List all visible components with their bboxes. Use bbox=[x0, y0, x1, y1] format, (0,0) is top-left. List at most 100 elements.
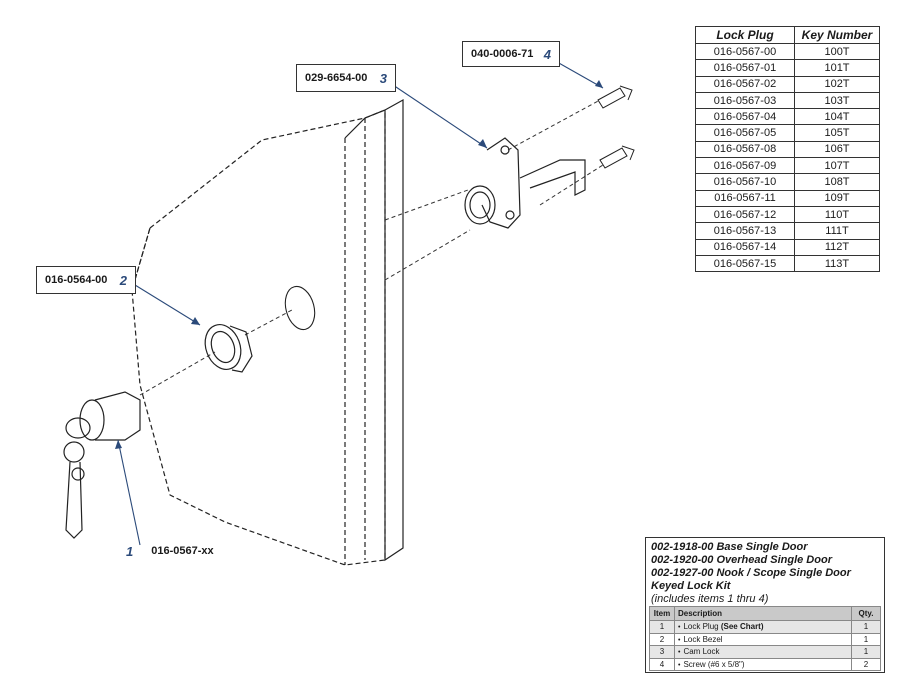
lock-plug-cell: 016-0567-00 bbox=[695, 42, 795, 61]
key-number-cell: 104T bbox=[794, 108, 880, 126]
column-header-description: Description bbox=[674, 606, 852, 621]
lock-plug-cell: 016-0567-14 bbox=[695, 238, 795, 256]
lock-plug-cell: 016-0567-12 bbox=[695, 205, 795, 224]
kit-line: 002-1927-00 Nook / Scope Single Door bbox=[651, 567, 851, 579]
key-number-cell: 106T bbox=[794, 140, 880, 159]
qty-cell: 1 bbox=[851, 645, 881, 659]
callout-item-number: 2 bbox=[119, 272, 127, 288]
screw-part bbox=[597, 85, 635, 169]
description-text: Lock Plug bbox=[683, 622, 719, 632]
lock-plug-cell: 016-0567-08 bbox=[695, 140, 795, 159]
callout-part-number: 016-0567-xx bbox=[151, 545, 214, 557]
lock-plug-cell: 016-0567-01 bbox=[695, 59, 795, 77]
callout-item-number: 4 bbox=[543, 46, 551, 62]
table-header-row: Item Description Qty. bbox=[649, 606, 881, 621]
column-header-item: Item bbox=[649, 606, 675, 621]
column-header-key-number: Key Number bbox=[794, 26, 880, 44]
leader-arrowheads bbox=[115, 80, 603, 449]
table-row: 4•Screw (#6 x 5/8")2 bbox=[649, 657, 881, 671]
lock-plug-cell: 016-0567-05 bbox=[695, 124, 795, 142]
kit-line: 002-1918-00 Base Single Door bbox=[651, 541, 808, 553]
key-number-cell: 110T bbox=[794, 205, 880, 224]
callout-part-number: 029-6654-00 bbox=[305, 72, 368, 84]
description-cell: •Lock Bezel bbox=[674, 632, 852, 646]
kit-note: (includes items 1 thru 4) bbox=[651, 593, 769, 605]
cam-lock-part bbox=[464, 137, 586, 229]
key-number-cell: 108T bbox=[794, 173, 880, 191]
description-text: Cam Lock bbox=[683, 647, 720, 657]
assembly-axis-lines bbox=[139, 99, 604, 396]
item-cell: 2 bbox=[649, 632, 675, 646]
table-header-row: Lock Plug Key Number bbox=[695, 26, 880, 44]
callout-part-number: 016-0564-00 bbox=[45, 274, 108, 286]
callout-item-2: 016-0564-00 2 bbox=[36, 266, 136, 294]
key-number-cell: 112T bbox=[794, 238, 880, 256]
key-number-cell: 113T bbox=[794, 254, 880, 273]
qty-cell: 1 bbox=[851, 632, 881, 646]
lock-plug-cell: 016-0567-02 bbox=[695, 75, 795, 93]
qty-cell: 2 bbox=[851, 657, 881, 671]
description-text: Lock Bezel bbox=[683, 634, 723, 644]
bullet-icon: • bbox=[678, 661, 681, 669]
key-number-cell: 101T bbox=[794, 59, 880, 77]
lock-plug-cell: 016-0567-10 bbox=[695, 173, 795, 191]
lock-plug-cell: 016-0567-15 bbox=[695, 254, 795, 273]
item-cell: 1 bbox=[649, 620, 675, 634]
callout-item-4: 040-0006-71 4 bbox=[462, 41, 560, 67]
lock-plug-cell: 016-0567-04 bbox=[695, 108, 795, 126]
table-row: 3•Cam Lock 1 bbox=[649, 645, 881, 659]
lock-bezel-part bbox=[204, 324, 253, 373]
table-row: 1•Lock Plug (See Chart)1 bbox=[649, 620, 881, 634]
column-header-qty: Qty. bbox=[851, 606, 881, 621]
description-cell: •Screw (#6 x 5/8") bbox=[674, 657, 852, 671]
key-number-cell: 107T bbox=[794, 157, 880, 175]
lock-plug-cell: 016-0567-03 bbox=[695, 91, 795, 110]
lock-plug-part bbox=[63, 391, 141, 539]
parts-table: Item Description Qty. 1•Lock Plug (See C… bbox=[649, 606, 881, 671]
description-text: Screw bbox=[683, 659, 706, 669]
kit-line: Keyed Lock Kit bbox=[651, 580, 731, 592]
cabinet-panel-edge bbox=[344, 98, 404, 562]
qty-cell: 1 bbox=[851, 620, 881, 634]
lock-plug-cell: 016-0567-13 bbox=[695, 222, 795, 240]
table-row: 2•Lock Bezel 1 bbox=[649, 632, 881, 646]
leader-lines bbox=[117, 57, 604, 546]
kit-line: 002-1920-00 Overhead Single Door bbox=[651, 554, 832, 566]
key-number-cell: 102T bbox=[794, 75, 880, 93]
item-cell: 4 bbox=[649, 657, 675, 671]
key-number-cell: 100T bbox=[794, 42, 880, 61]
bullet-icon: • bbox=[678, 636, 681, 644]
kit-title: 002-1918-00 Base Single Door 002-1920-00… bbox=[646, 538, 884, 608]
description-cell: •Cam Lock bbox=[674, 645, 852, 659]
key-number-cell: 109T bbox=[794, 189, 880, 207]
lock-plug-cell: 016-0567-11 bbox=[695, 189, 795, 207]
description-extra: (See Chart) bbox=[720, 622, 764, 632]
callout-item-number: 1 bbox=[126, 543, 134, 559]
callout-item-number: 3 bbox=[379, 70, 387, 86]
description-extra: (#6 x 5/8") bbox=[707, 659, 745, 669]
kit-info-box: 002-1918-00 Base Single Door 002-1920-00… bbox=[645, 537, 885, 673]
callout-part-number: 040-0006-71 bbox=[471, 48, 534, 60]
callout-item-3: 029-6654-00 3 bbox=[296, 64, 396, 92]
bullet-icon: • bbox=[678, 649, 681, 657]
panel-hole bbox=[284, 285, 316, 331]
bullet-icon: • bbox=[678, 624, 681, 632]
column-header-lock-plug: Lock Plug bbox=[695, 26, 795, 44]
key-number-cell: 103T bbox=[794, 91, 880, 110]
key-number-cell: 105T bbox=[794, 124, 880, 142]
description-cell: •Lock Plug (See Chart) bbox=[674, 620, 852, 634]
